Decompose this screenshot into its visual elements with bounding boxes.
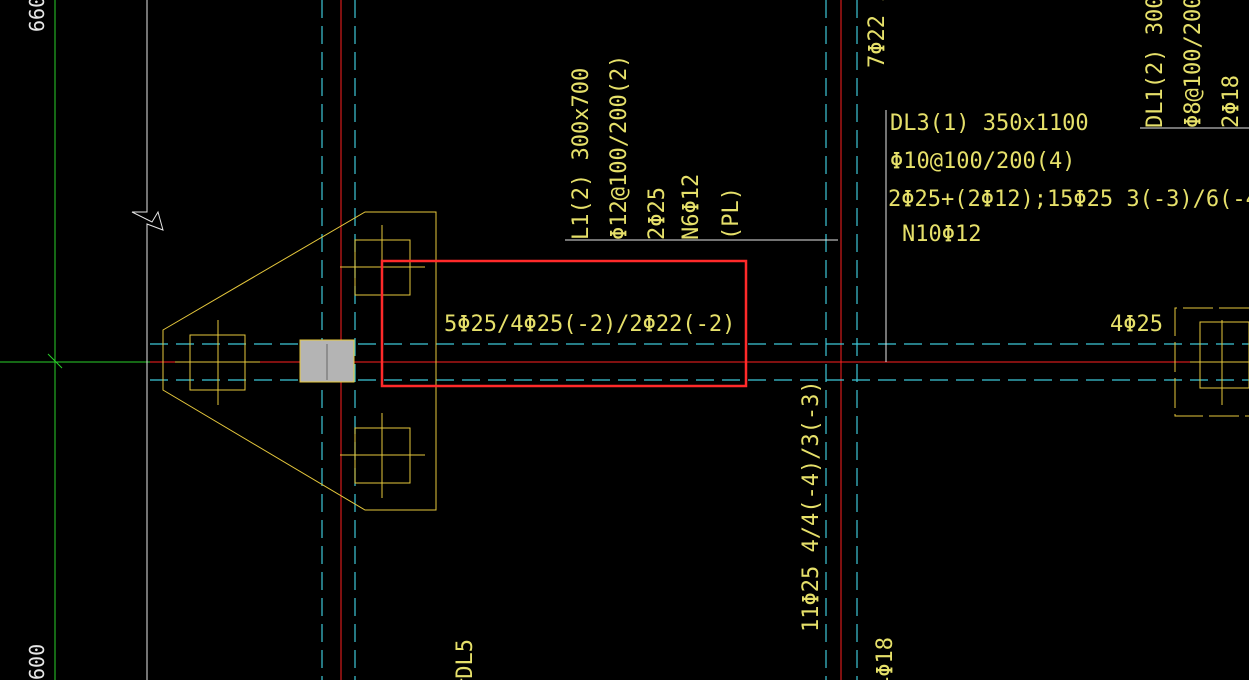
- highlight-box[interactable]: [380, 259, 748, 388]
- top-rebar-text: 7Φ22 2: [865, 0, 890, 68]
- break-line: [131, 0, 164, 680]
- l1-top-bars: 2Φ25: [645, 187, 670, 240]
- pile-cap-outline: [162, 211, 437, 511]
- dl1-bars: 2Φ18: [1219, 75, 1244, 128]
- dl3-bars: 2Φ25+(2Φ12);15Φ25 3(-3)/6(-4)/6: [888, 187, 1249, 212]
- dl1-annotation: DL1(2) 300x6 Φ8@100/200 2Φ18: [1143, 0, 1244, 128]
- dl1-name: DL1(2) 300x6: [1143, 0, 1168, 128]
- right-rebar-text: 4Φ25: [1110, 312, 1163, 337]
- dim-top: 660: [25, 0, 49, 32]
- dl3-name: DL3(1) 350x1100: [890, 111, 1089, 136]
- dl3-annotation: DL3(1) 350x1100 Φ10@100/200(4) 2Φ25+(2Φ1…: [888, 111, 1249, 247]
- highlighted-rebar-text[interactable]: 5Φ25/4Φ25(-2)/2Φ22(-2): [444, 312, 735, 337]
- bottom-vertical-rebar: 11Φ25 4/4(-4)/3(-3): [799, 380, 824, 632]
- l1-annotation: L1(2) 300x700 Φ12@100/200(2) 2Φ25 N6Φ12 …: [569, 55, 744, 240]
- dim-bottom: 600: [25, 644, 49, 680]
- l1-name: L1(2) 300x700: [569, 68, 594, 240]
- bottom-label-dl5: #DL5: [453, 639, 478, 680]
- bottom-right-rebar: 4Φ18: [873, 637, 898, 680]
- dl3-stirrup: Φ10@100/200(4): [890, 149, 1075, 174]
- l1-note: (PL): [719, 187, 744, 240]
- dl3-side-bars: N10Φ12: [902, 222, 981, 247]
- l1-side-bars: N6Φ12: [679, 174, 704, 240]
- dl1-stirrup: Φ8@100/200: [1181, 0, 1206, 128]
- l1-stirrup: Φ12@100/200(2): [607, 55, 632, 240]
